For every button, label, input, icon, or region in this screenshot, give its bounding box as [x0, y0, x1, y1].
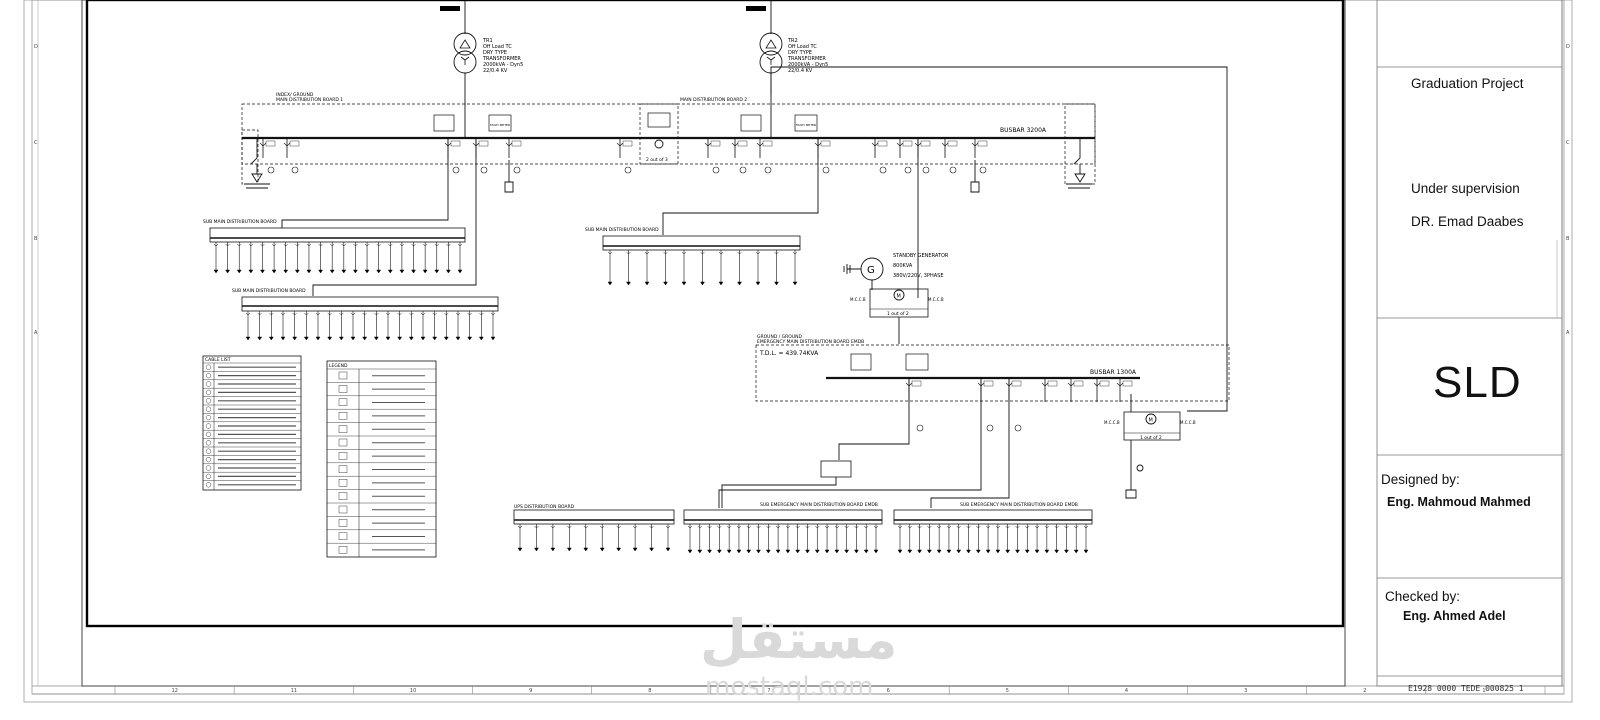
- grid-number: 2: [1363, 688, 1366, 694]
- interlock-c-label: 1 out of 2: [1140, 435, 1162, 441]
- tr1-line3: DRY TYPE: [483, 50, 507, 56]
- interlock-b-label: 1 out of 2: [887, 311, 909, 317]
- sub-emdb-1-label: SUB EMERGENCY MAIN DISTRIBUTION BOARD EM…: [760, 502, 878, 508]
- busbar-em-label: BUSBAR 1300A: [1090, 369, 1137, 376]
- tr2-line6: 22/0.4 KV: [788, 68, 813, 74]
- mccb-label-3: M.C.C.B: [1104, 420, 1120, 425]
- designer-name: Eng. Mahmoud Mahmed: [1387, 495, 1531, 509]
- grid-number: 8: [648, 688, 651, 694]
- tr1-line6: 22/0.4 KV: [483, 68, 508, 74]
- tr2-line3: DRY TYPE: [788, 50, 812, 56]
- ups-db-label: UPS DISTRIBUTION BOARD: [514, 504, 575, 510]
- mdb1-label-2: MAIN DISTRIBUTION BOARD 1: [276, 97, 343, 103]
- row-letter: C: [1566, 140, 1570, 146]
- grid-number: 5: [1006, 688, 1009, 694]
- tr1-line4: TRANSFORMER: [482, 56, 521, 62]
- sub-emdb-2-label: SUB EMERGENCY MAIN DISTRIBUTION BOARD EM…: [960, 502, 1078, 508]
- emdb-tdl: T.D.L. = 439.74KVA: [759, 350, 819, 357]
- tr2-line4: TRANSFORMER: [787, 56, 826, 62]
- mccb-label-4: M.C.C.B: [1180, 420, 1196, 425]
- busbar-main-label: BUSBAR 3200A: [1000, 127, 1047, 134]
- grid-number: 10: [410, 688, 416, 694]
- checker-name: Eng. Ahmed Adel: [1403, 609, 1506, 623]
- watermark-arabic: مستقل: [700, 608, 898, 671]
- mdb2-label: MAIN DISTRIBUTION BOARD 2: [680, 97, 747, 103]
- ats2-motor-symbol: M: [1149, 418, 1153, 424]
- generator-label-3: 380V/220V, 3PHASE: [893, 273, 944, 279]
- row-letter: D: [34, 44, 38, 50]
- tr2-line2: Off Load TC: [788, 44, 817, 50]
- tr2-line5: 2000kVA - Dyn5: [788, 62, 828, 68]
- tr1-name: TR1: [482, 38, 493, 44]
- generator-label-2: 800KVA: [893, 263, 913, 269]
- emdb-label-2: EMERGENCY MAIN DISTRIBUTION BOARD EMDB: [757, 339, 864, 345]
- tr1-line2: Off Load TC: [483, 44, 512, 50]
- multimeter-1-label: MULTI METER: [490, 123, 510, 127]
- ats-motor-symbol: M: [897, 294, 901, 300]
- title-block: [1376, 0, 1563, 687]
- row-letter: B: [34, 236, 38, 242]
- grid-number: 11: [291, 688, 297, 694]
- legend-title: LEGEND: [329, 363, 348, 369]
- row-letter: B: [1566, 236, 1570, 242]
- smdb-left-1-label: SUB MAIN DISTRIBUTION BOARD: [203, 219, 277, 225]
- row-letter: A: [1566, 330, 1570, 336]
- row-letter: C: [34, 140, 38, 146]
- tr1-line5: 2000kVA - Dyn5: [483, 62, 523, 68]
- generator-label-1: STANDBY GENERATOR: [893, 253, 949, 259]
- mdb1-label-1: INDEX/ GROUND: [276, 92, 314, 98]
- smdb-left-2-label: SUB MAIN DISTRIBUTION BOARD: [232, 288, 306, 294]
- mccb-label-2: M.C.C.B: [928, 297, 944, 302]
- grid-number: 6: [887, 688, 890, 694]
- emdb-label-1: GROUND / GROUND: [757, 334, 802, 340]
- drawing-title: SLD: [1433, 358, 1522, 407]
- smdb-mid-label: SUB MAIN DISTRIBUTION BOARD: [585, 227, 659, 233]
- checked-by-label: Checked by:: [1385, 589, 1461, 604]
- row-letter: A: [34, 330, 38, 336]
- drawing-number: E1928 0000 TEDE 000825 1: [1408, 684, 1524, 693]
- multimeter-2-label: MULTI METER: [796, 123, 816, 127]
- grid-number: 7: [767, 688, 770, 694]
- mccb-label-1: M.C.C.B: [850, 297, 866, 302]
- watermark-latin: mostaql.com: [705, 672, 874, 702]
- supervision-label: Under supervision: [1411, 181, 1520, 196]
- grid-number: 12: [172, 688, 178, 694]
- interlock-a-label: 2 out of 3: [646, 157, 668, 163]
- frame-grid: 12 11 10 9 8 7 6 5 4 3 2 1 D D C C B B A A: [34, 44, 1570, 694]
- grid-number: 1: [1482, 688, 1485, 694]
- grid-number: 9: [529, 688, 532, 694]
- designed-by-label: Designed by:: [1381, 472, 1460, 487]
- supervisor-name: DR. Emad Daabes: [1411, 214, 1524, 229]
- grid-number: 4: [1125, 688, 1128, 694]
- project-title: Graduation Project: [1411, 76, 1524, 91]
- single-line-diagram: TR1 Off Load TC DRY TYPE TRANSFORMER 200…: [202, 0, 1230, 558]
- cable-list-title: CABLE LIST: [205, 357, 231, 363]
- grid-number: 3: [1244, 688, 1247, 694]
- generator-symbol: G: [867, 265, 875, 276]
- tr2-name: TR2: [787, 38, 798, 44]
- row-letter: D: [1566, 44, 1570, 50]
